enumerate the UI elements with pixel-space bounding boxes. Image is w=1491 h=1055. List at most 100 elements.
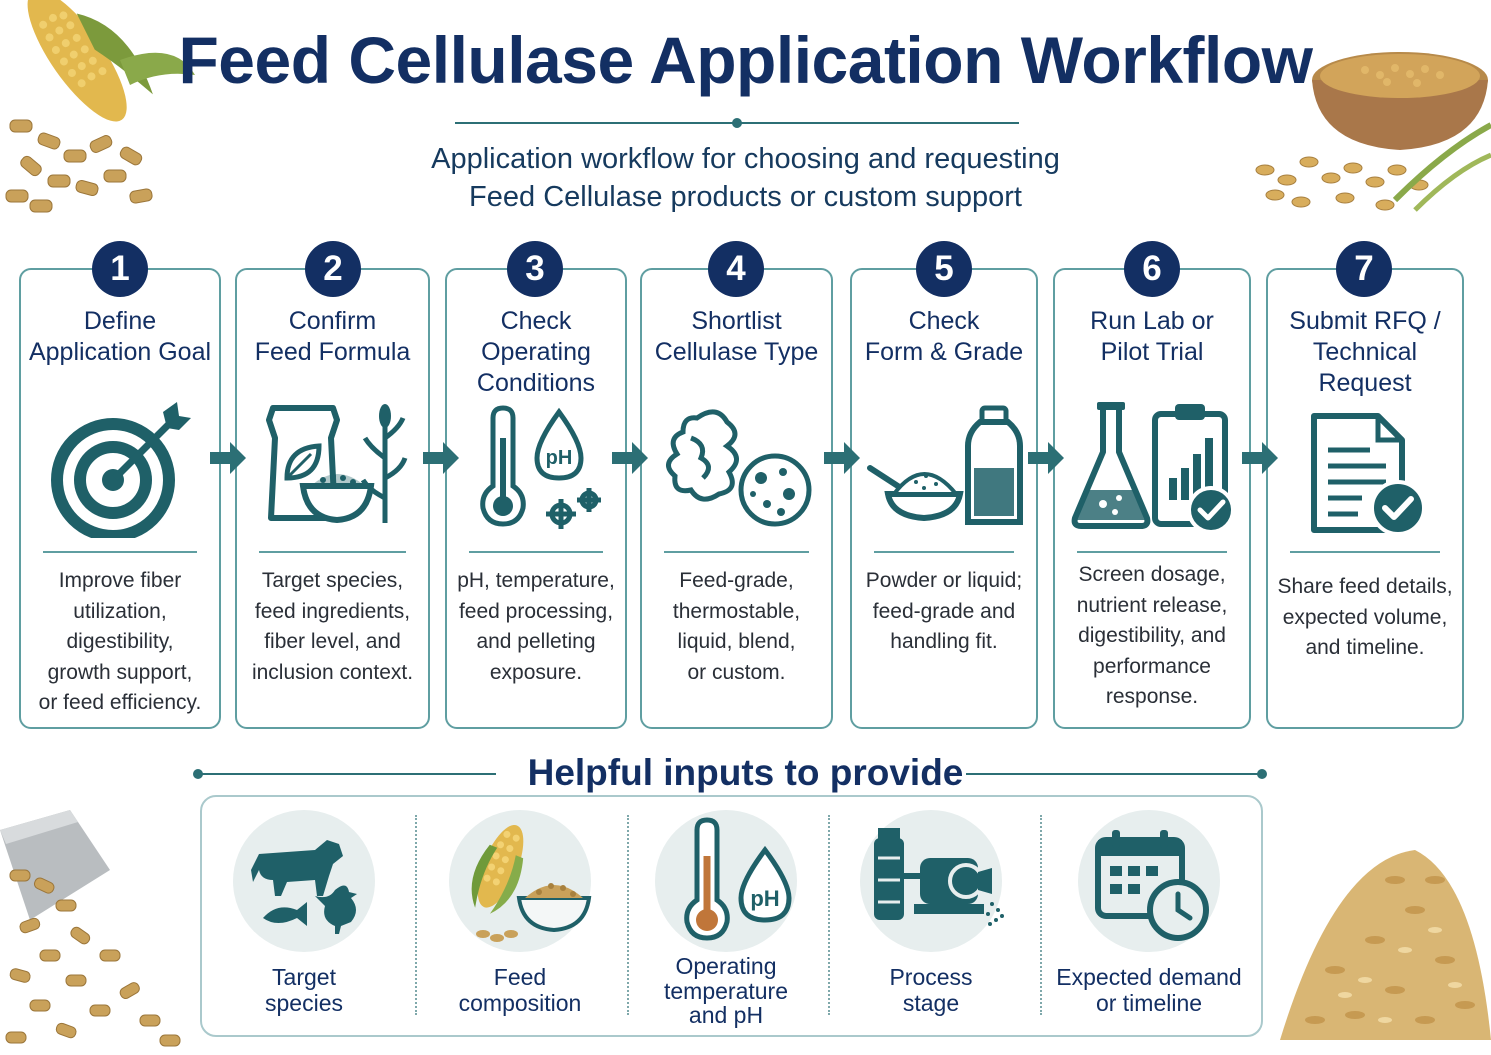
feed-bag-icon — [237, 398, 428, 538]
step-desc-line: pH, temperature, — [457, 569, 615, 592]
step-title-line: Pilot Trial — [1100, 338, 1204, 366]
step-desc-line: nutrient release, — [1076, 593, 1228, 617]
step-title-line: Submit RFQ / — [1289, 307, 1441, 335]
step-desc-line: feed ingredients, — [254, 599, 411, 623]
step-desc-line: Improve fiber — [58, 569, 182, 592]
step-desc-line: or custom. — [687, 660, 786, 684]
step-desc-line: or feed efficiency. — [38, 691, 202, 714]
arrow-right-icon — [210, 442, 246, 474]
input-label: Target species — [204, 964, 404, 1016]
input-separator — [415, 815, 417, 1015]
step-desc-line: performance — [1093, 654, 1211, 678]
grain-pile-decoration — [1280, 850, 1491, 1040]
powder-liquid-icon — [852, 398, 1036, 538]
step-title: Submit RFQ / Technical Request — [1268, 306, 1462, 399]
step-description: Screen dosage, nutrient release, digesti… — [1063, 560, 1241, 713]
svg-text:pH: pH — [750, 886, 779, 911]
step-divider — [259, 551, 406, 553]
arrow-right-icon — [423, 442, 459, 474]
input-label-line: Feed — [493, 964, 547, 990]
input-label-line: species — [265, 990, 343, 1016]
step-number-badge: 3 — [507, 241, 563, 297]
step-title-line: Check — [908, 307, 980, 335]
input-separator — [1040, 815, 1042, 1015]
svg-text:pH: pH — [546, 447, 573, 469]
step-number-badge: 6 — [1124, 241, 1180, 297]
input-separator — [828, 815, 830, 1015]
step-title-line: Shortlist — [691, 307, 782, 335]
step-desc-line: handling fit. — [890, 630, 998, 653]
step-desc-line: fiber level, and — [264, 630, 401, 653]
step-desc-line: Screen dosage, — [1078, 563, 1226, 586]
lab-trial-icon — [1055, 398, 1249, 538]
step-title-line: Form & Grade — [864, 338, 1024, 366]
corn-feed-icon — [449, 810, 592, 952]
step-title-line: Run Lab or — [1090, 307, 1214, 335]
subtitle-line: Feed Cellulase products or custom suppor… — [469, 181, 1022, 213]
step-divider — [1290, 551, 1440, 553]
heading-line-right — [966, 773, 1262, 775]
step-desc-line: response. — [1105, 685, 1199, 708]
step-description: Share feed details, expected volume, and… — [1276, 572, 1454, 664]
corn-pellets-decoration — [5, 0, 195, 213]
step-desc-line: Powder or liquid; — [865, 569, 1023, 592]
step-card-submit-rfq: Submit RFQ / Technical Request Share fee… — [1266, 268, 1464, 729]
step-divider — [469, 551, 603, 553]
input-item-demand-timeline: Expected demand or timeline — [1044, 810, 1254, 1016]
step-description: Feed-grade, thermostable, liquid, blend,… — [650, 566, 823, 688]
step-card-check-conditions: Check Operating Conditions pH pH, temper… — [445, 268, 627, 729]
arrow-right-icon — [824, 442, 860, 474]
step-title-line: Check — [500, 307, 572, 335]
step-number-badge: 7 — [1336, 241, 1392, 297]
thermometer-ph-icon: pH — [655, 810, 797, 952]
step-title: Define Application Goal — [21, 306, 219, 368]
step-desc-line: and timeline. — [1305, 636, 1425, 659]
step-title: Check Operating Conditions — [447, 306, 625, 399]
step-desc-line: expected volume, — [1282, 605, 1448, 629]
arrow-right-icon — [1028, 442, 1064, 474]
step-title: Confirm Feed Formula — [237, 306, 428, 368]
step-description: pH, temperature, feed processing, and pe… — [455, 566, 617, 688]
heading-line-endpoint — [1257, 769, 1267, 779]
step-card-confirm-formula: Confirm Feed Formula Target species, fee… — [235, 268, 430, 729]
step-title-line: Technical — [1312, 338, 1418, 366]
step-title-line: Confirm — [288, 307, 377, 335]
step-title-line: Cellulase Type — [654, 338, 819, 366]
input-item-process-stage: Process stage — [831, 810, 1031, 1016]
thermometer-ph-icon: pH — [447, 398, 625, 538]
step-title: Run Lab or Pilot Trial — [1055, 306, 1249, 368]
target-icon — [21, 398, 219, 538]
arrow-right-icon — [612, 442, 648, 474]
step-divider — [664, 551, 809, 553]
step-desc-line: Feed-grade, — [679, 569, 794, 592]
step-card-define-goal: Define Application Goal Improve fiber ut… — [19, 268, 221, 729]
step-divider — [1077, 551, 1227, 553]
input-label-line: Process — [889, 964, 973, 990]
livestock-icon — [233, 810, 375, 952]
input-label-line: Target — [272, 964, 336, 990]
step-number-badge: 1 — [92, 241, 148, 297]
input-label: Expected demand or timeline — [1044, 964, 1254, 1016]
page-title: Feed Cellulase Application Workflow — [178, 23, 1313, 97]
heading-line-left — [198, 773, 496, 775]
input-item-feed-composition: Feed composition — [420, 810, 620, 1016]
step-desc-line: Share feed details, — [1277, 575, 1453, 598]
step-title-line: Feed Formula — [254, 338, 411, 366]
step-title-line: Application Goal — [28, 338, 212, 366]
input-label-line: temperature — [663, 977, 788, 1004]
input-label-line: Operating — [675, 953, 777, 979]
step-title: Check Form & Grade — [852, 306, 1036, 368]
input-label-line: stage — [902, 990, 960, 1016]
subtitle-line: Application workflow for choosing and re… — [431, 143, 1060, 175]
step-desc-line: growth support, — [47, 660, 193, 684]
title-divider — [455, 118, 1019, 128]
step-description: Target species, feed ingredients, fiber … — [245, 566, 420, 688]
input-label-line: composition — [458, 990, 582, 1016]
process-equipment-icon — [860, 810, 1004, 952]
calendar-clock-icon — [1078, 810, 1220, 952]
inputs-heading: Helpful inputs to provide — [527, 752, 964, 793]
input-item-temperature-ph: pH Operating temperature and pH — [626, 810, 826, 1028]
step-desc-line: inclusion context. — [251, 660, 414, 684]
step-desc-line: digestibility, and — [1078, 624, 1226, 647]
step-title-line: Operating — [481, 338, 591, 366]
